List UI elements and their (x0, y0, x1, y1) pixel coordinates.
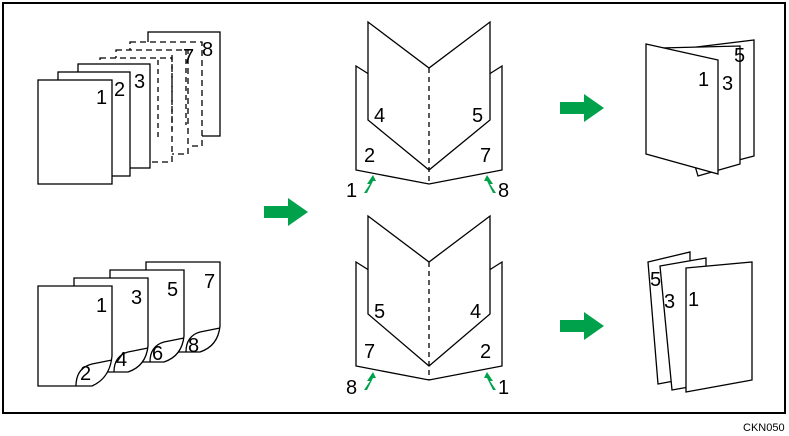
page-number: 1 (698, 69, 709, 91)
page-curl (75, 359, 113, 387)
bottom-folded-booklet: 5 3 1 (647, 251, 753, 393)
pointer-label: 8 (346, 377, 357, 399)
page-number: 7 (480, 145, 491, 167)
page-number: 2 (114, 79, 125, 101)
pointer-label: 1 (346, 180, 357, 202)
page-number: 2 (80, 363, 91, 385)
figure-code: CKN050 (743, 422, 785, 434)
pointer-arrow-icon (484, 372, 496, 390)
page-number: 3 (722, 73, 733, 95)
page-number: 3 (664, 291, 675, 313)
page-number: 5 (472, 105, 483, 127)
page-number: 7 (183, 46, 194, 68)
page-number: 7 (204, 271, 215, 293)
top-original-stack: 8 7 3 2 1 (37, 31, 221, 185)
top-folded-booklet: 5 1 3 (645, 39, 755, 177)
sheet-1 (37, 79, 113, 185)
page-number: 4 (116, 349, 127, 371)
right-arrow-icon (560, 94, 604, 122)
page-number: 5 (374, 301, 385, 323)
page-number: 1 (688, 289, 699, 311)
pointer-arrow-icon (484, 175, 496, 193)
page-number: 4 (470, 301, 481, 323)
page-curl (185, 327, 221, 353)
right-arrow-icon (264, 198, 308, 226)
page-number: 3 (134, 71, 145, 93)
page-number: 5 (167, 279, 178, 301)
page-curl (113, 347, 149, 373)
page-number: 4 (374, 105, 385, 127)
diagram-frame (2, 2, 786, 414)
pointer-label: 8 (498, 180, 509, 202)
sheet-1-2 (37, 285, 113, 387)
pointer-label: 1 (498, 377, 509, 399)
pointer-arrow-icon (364, 372, 376, 390)
page-curl (149, 337, 185, 363)
front-page (685, 261, 753, 393)
top-booklet: 4 5 2 7 1 8 (346, 20, 509, 202)
page-number: 3 (131, 287, 142, 309)
page-number: 1 (96, 87, 107, 109)
page-number: 8 (188, 335, 199, 357)
page-number: 6 (152, 343, 163, 365)
bottom-original-stack: 7 5 3 1 8 6 4 2 (37, 261, 221, 387)
page-number: 5 (734, 45, 745, 67)
right-arrow-icon (560, 312, 604, 340)
front-page (645, 43, 719, 175)
page-number: 8 (202, 39, 213, 61)
bottom-booklet: 5 4 7 2 8 1 (346, 214, 509, 399)
page-number: 5 (650, 269, 661, 291)
pointer-arrow-icon (364, 175, 376, 193)
page-number: 1 (96, 295, 107, 317)
page-number: 7 (364, 341, 375, 363)
page-number: 2 (480, 341, 491, 363)
page-number: 2 (364, 145, 375, 167)
